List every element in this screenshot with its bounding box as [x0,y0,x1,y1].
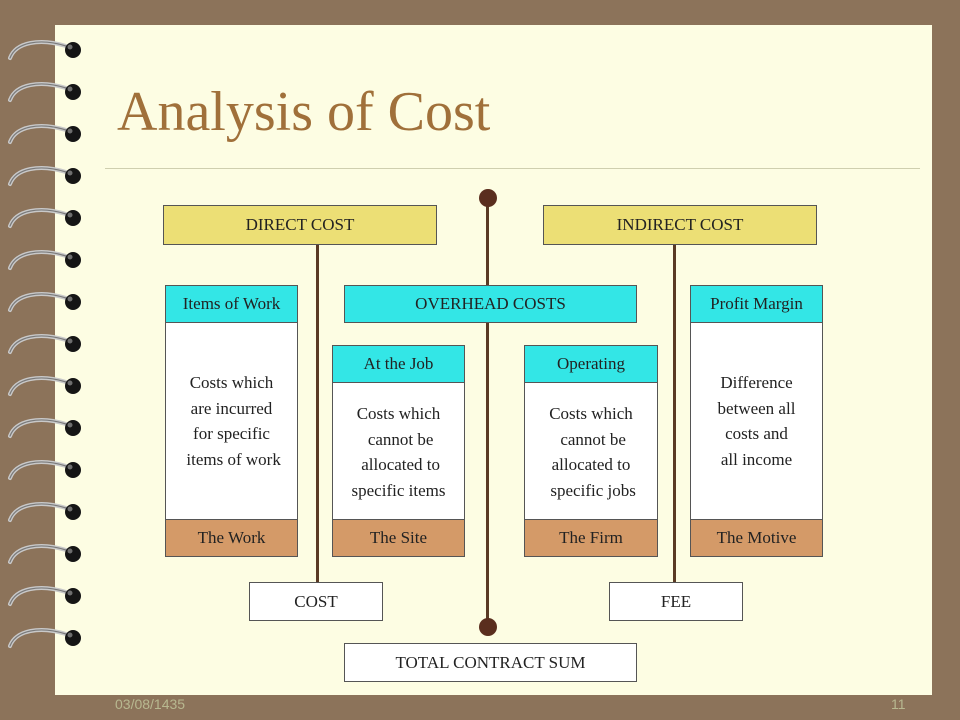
items-of-work-header: Items of Work [165,285,298,323]
binder-ring [0,288,100,314]
binder-ring [0,204,100,230]
cost-box: COST [249,582,383,621]
at-the-job-header: At the Job [332,345,465,383]
fee-box: FEE [609,582,743,621]
binder-ring [0,456,100,482]
items-of-work-footer: The Work [165,519,298,557]
operating-description: Costs which cannot be allocated to speci… [549,404,636,500]
binder-ring [0,162,100,188]
profit-margin-footer: The Motive [690,519,823,557]
indirect-cost-box: INDIRECT COST [543,205,817,245]
binder-ring [0,330,100,356]
central-connector [486,198,489,626]
profit-margin-column [690,285,823,557]
binder-ring [0,624,100,650]
at-the-job-description: Costs which cannot be allocated to speci… [351,404,446,500]
binder-ring [0,36,100,62]
binder-ring [0,246,100,272]
binder-ring [0,372,100,398]
overhead-costs-box: OVERHEAD COSTS [344,285,637,323]
operating-header: Operating [524,345,658,383]
operating-footer: The Firm [524,519,658,557]
indirect-cost-connector [673,245,676,583]
binder-ring [0,414,100,440]
binder-ring [0,78,100,104]
central-connector-bottom-dot [479,618,497,636]
binder-ring [0,120,100,146]
binder-ring [0,498,100,524]
at-the-job-footer: The Site [332,519,465,557]
total-contract-sum-box: TOTAL CONTRACT SUM [344,643,637,682]
slide-title: Analysis of Cost [117,81,491,143]
direct-cost-box: DIRECT COST [163,205,437,245]
footer-date: 03/08/1435 [115,696,186,712]
central-connector-top-dot [479,189,497,207]
title-divider [105,168,920,169]
profit-margin-description: Difference between all costs and all inc… [717,373,796,469]
direct-cost-connector [316,245,319,583]
footer-page-number: 11 [891,696,906,712]
binder-ring [0,582,100,608]
items-of-work-description: Costs which are incurred for specific it… [186,373,281,469]
binder-ring [0,540,100,566]
items-of-work-column [165,285,298,557]
profit-margin-header: Profit Margin [690,285,823,323]
